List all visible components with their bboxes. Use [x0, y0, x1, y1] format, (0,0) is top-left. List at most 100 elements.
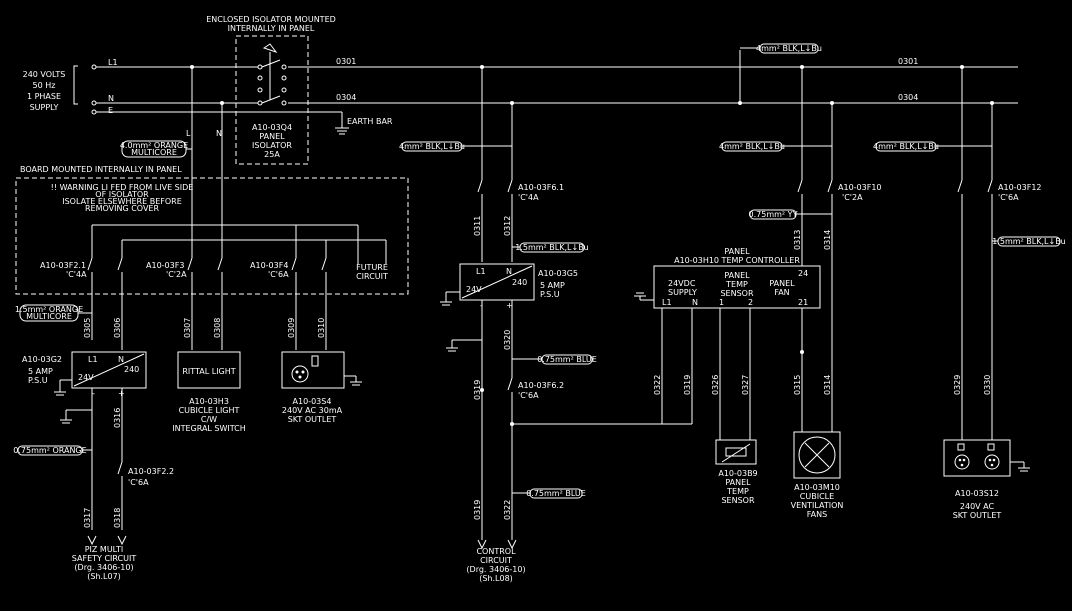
svg-text:(Sh.L08): (Sh.L08)	[479, 574, 513, 583]
svg-text:4mm² BLK,L↓Bu: 4mm² BLK,L↓Bu	[399, 142, 465, 151]
svg-text:0312: 0312	[503, 216, 512, 236]
wire-0301-right: 0301	[898, 57, 918, 66]
svg-text:0307: 0307	[183, 318, 192, 338]
svg-text:(Sh.L07): (Sh.L07)	[87, 572, 121, 581]
destination-2: CONTROL CIRCUIT (Drg. 3406-10) (Sh.L08)	[466, 539, 526, 583]
controller-wiring: 0322 0319 0326 0327 0315 0314	[512, 308, 832, 440]
svg-text:A10-03F10: A10-03F10	[838, 183, 882, 192]
svg-text:ISOLATE ELSEWHERE BEFORE: ISOLATE ELSEWHERE BEFORE	[62, 197, 182, 206]
breaker-f62-label: A10-03F6.2 'C'6A	[518, 381, 564, 400]
svg-text:0327: 0327	[741, 375, 750, 395]
svg-text:0308: 0308	[213, 318, 222, 338]
supply-terminals	[91, 64, 342, 115]
cable-tag-c6: 1.5mm² BLK,L↓Bu	[512, 242, 589, 253]
breaker-f4: A10-03F4 'C'6A	[250, 225, 327, 350]
breaker-f22-label: A10-03F2.2 'C'6A	[128, 467, 174, 487]
svg-text:4.0mm² ORANGE: 4.0mm² ORANGE	[120, 141, 188, 150]
svg-text:VENTILATION: VENTILATION	[791, 501, 844, 510]
svg-text:0319: 0319	[473, 380, 482, 400]
svg-text:24: 24	[798, 269, 808, 278]
phase-n-label: N	[108, 94, 114, 103]
breaker-f3: A10-03F3 'C'2A	[146, 240, 223, 350]
rittal-light-box: RITTAL LIGHT	[177, 351, 241, 389]
svg-text:240V AC 30mA: 240V AC 30mA	[282, 406, 343, 415]
svg-text:0306: 0306	[113, 318, 122, 338]
isolator-enclosure	[235, 35, 309, 165]
svg-text:0320: 0320	[503, 330, 512, 350]
svg-text:0315: 0315	[793, 375, 802, 395]
psu1-output: 0316 0317 0318	[60, 388, 123, 530]
svg-text:0.75mm² BLUE: 0.75mm² BLUE	[526, 489, 586, 498]
svg-text:240 VOLTS: 240 VOLTS	[23, 70, 66, 79]
svg-text:25A: 25A	[264, 150, 280, 159]
cable-tag-c1: 4mm² BLK,L↓Bu	[740, 43, 822, 54]
board-enclosure	[15, 177, 409, 295]
earth-bar-symbol	[335, 112, 349, 135]
svg-text:5 AMP: 5 AMP	[540, 281, 565, 290]
svg-text:INTERNALLY IN PANEL: INTERNALLY IN PANEL	[228, 24, 315, 33]
svg-text:0314: 0314	[823, 230, 832, 250]
svg-text:SAFETY CIRCUIT: SAFETY CIRCUIT	[72, 554, 137, 563]
board-header: BOARD MOUNTED INTERNALLY IN PANEL	[20, 165, 182, 174]
svg-text:0311: 0311	[473, 216, 482, 236]
svg-text:(Drg. 3406-10): (Drg. 3406-10)	[466, 565, 525, 574]
svg-text:L1: L1	[88, 355, 98, 364]
svg-text:OF ISOLATOR: OF ISOLATOR	[95, 190, 149, 199]
svg-text:0317: 0317	[83, 508, 92, 528]
svg-text:21: 21	[798, 298, 808, 307]
svg-text:'C'6A: 'C'6A	[128, 478, 149, 487]
psu2-output: 0320 0319 0319 0322	[446, 300, 692, 540]
cable-tag-c11: 0.75mm² ORANGE	[13, 445, 92, 456]
svg-text:A10-03G5: A10-03G5	[538, 269, 578, 278]
cable-tag-c10: 0.75mm² BLUE	[512, 354, 597, 365]
phase-e-label: E	[108, 106, 113, 115]
psu1-box: L1 N 240 24V - +	[71, 351, 147, 398]
svg-text:SUPPLY: SUPPLY	[30, 103, 59, 112]
svg-text:A10-03S4: A10-03S4	[293, 397, 332, 406]
svg-text:A10-03M10: A10-03M10	[794, 483, 840, 492]
svg-text:A10-03F4: A10-03F4	[250, 261, 288, 270]
svg-text:0.75mm² YY: 0.75mm² YY	[749, 210, 798, 219]
psu2-label: A10-03G5 5 AMP P.S.U	[538, 269, 578, 299]
svg-text:CONTROL: CONTROL	[476, 547, 516, 556]
svg-text:A10-03F3: A10-03F3	[146, 261, 184, 270]
svg-text:A10-03F2.1: A10-03F2.1	[40, 261, 86, 270]
svg-text:0322: 0322	[653, 375, 662, 395]
wire-0301-left: 0301	[336, 57, 356, 66]
svg-text:RITTAL LIGHT: RITTAL LIGHT	[182, 367, 235, 376]
cable-tag-c7: 0.75mm² YY	[749, 209, 832, 220]
svg-text:P.S.U: P.S.U	[540, 290, 560, 299]
socket-s4	[281, 351, 362, 389]
future-circuit-label-1: FUTURE	[356, 263, 388, 272]
breaker-f10: A10-03F10 'C'2A 0313 0314	[793, 67, 882, 432]
svg-text:A10-03G2: A10-03G2	[22, 355, 62, 364]
svg-text:0314: 0314	[823, 375, 832, 395]
svg-text:24V: 24V	[78, 373, 94, 382]
svg-text:(Drg. 3406-10): (Drg. 3406-10)	[74, 563, 133, 572]
svg-text:CIRCUIT: CIRCUIT	[480, 556, 512, 565]
svg-text:-: -	[92, 389, 95, 398]
svg-text:0330: 0330	[983, 375, 992, 395]
svg-text:FANS: FANS	[807, 510, 827, 519]
svg-text:1.5mm² BLK,L↓Bu: 1.5mm² BLK,L↓Bu	[515, 243, 589, 252]
svg-text:CUBICLE LIGHT: CUBICLE LIGHT	[179, 406, 240, 415]
svg-text:4mm² BLK,L↓Bu: 4mm² BLK,L↓Bu	[873, 142, 939, 151]
svg-text:0322: 0322	[503, 500, 512, 520]
svg-text:240: 240	[124, 365, 139, 374]
svg-text:CUBICLE: CUBICLE	[800, 492, 834, 501]
svg-text:PANEL: PANEL	[724, 271, 750, 280]
socket-s4-label: A10-03S4 240V AC 30mA SKT OUTLET	[282, 397, 343, 424]
svg-text:0309: 0309	[287, 318, 296, 338]
fan-label: A10-03M10 CUBICLE VENTILATION FANS	[791, 483, 844, 519]
svg-text:0329: 0329	[953, 375, 962, 395]
svg-text:INTEGRAL SWITCH: INTEGRAL SWITCH	[172, 424, 246, 433]
warning-text: !! WARNING LI FED FROM LIVE SIDE OF ISOL…	[51, 183, 194, 213]
svg-text:1 PHASE: 1 PHASE	[27, 92, 61, 101]
svg-text:PANEL: PANEL	[725, 478, 751, 487]
svg-text:SUPPLY: SUPPLY	[668, 288, 697, 297]
svg-text:24V: 24V	[466, 285, 482, 294]
controller-earth	[634, 292, 654, 301]
wire-0304-left: 0304	[336, 93, 356, 102]
isolator-label: A10-03Q4 PANEL ISOLATOR 25A	[252, 123, 292, 159]
svg-text:0316: 0316	[113, 408, 122, 428]
